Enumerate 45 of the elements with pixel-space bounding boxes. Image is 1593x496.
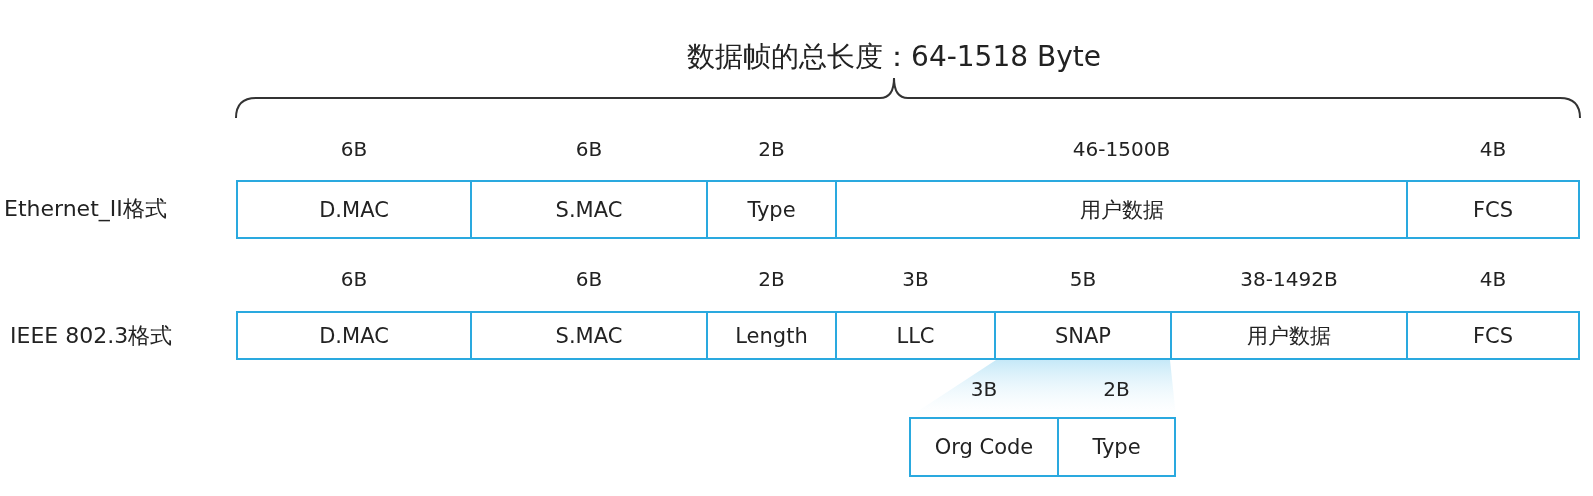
field-name: LLC [896, 323, 935, 348]
field-cell [706, 180, 837, 239]
field-cell [1406, 180, 1580, 239]
field-name: Org Code [934, 435, 1034, 459]
field-cell [909, 417, 1059, 477]
field-cell [470, 180, 708, 239]
field-name: FCS [1472, 197, 1514, 222]
byte-size-label: 4B [1479, 267, 1507, 291]
byte-size-label: 6B [575, 267, 603, 291]
field-cell [835, 311, 996, 360]
byte-size-label: 6B [340, 137, 368, 161]
field-cell [236, 311, 472, 360]
field-name: S.MAC [555, 323, 623, 348]
field-name: Type [1092, 435, 1141, 459]
field-cell [994, 311, 1172, 360]
byte-size-label: 4B [1479, 137, 1507, 161]
byte-size-label: 2B [758, 137, 785, 161]
field-name: FCS [1472, 323, 1514, 348]
field-cell [835, 180, 1408, 239]
field-name: SNAP [1054, 323, 1112, 348]
frame-format-label: IEEE 802.3格式 [10, 322, 173, 350]
field-cell [470, 311, 708, 360]
field-cell [1406, 311, 1580, 360]
byte-size-label: 46-1500B [1072, 137, 1171, 161]
field-name: 用户数据 [1247, 322, 1331, 350]
field-name: Type [747, 197, 796, 222]
byte-size-label: 2B [1103, 377, 1130, 401]
field-cell [706, 311, 837, 360]
byte-size-label: 38-1492B [1240, 267, 1338, 291]
field-name: Length [735, 323, 808, 348]
byte-size-label: 3B [970, 377, 998, 401]
field-cell [236, 180, 472, 239]
byte-size-label: 6B [340, 267, 368, 291]
byte-size-label: 3B [902, 267, 929, 291]
field-name: D.MAC [319, 197, 389, 222]
frame-format-label: Ethernet_II格式 [4, 195, 167, 224]
field-name: D.MAC [319, 323, 389, 348]
field-cell [1170, 311, 1408, 360]
byte-size-label: 2B [758, 267, 785, 291]
field-cell [1057, 417, 1176, 477]
field-name: S.MAC [555, 197, 623, 222]
title: 数据帧的总长度：64-1518 Byte [687, 39, 1101, 75]
field-name: 用户数据 [1079, 196, 1164, 224]
byte-size-label: 5B [1069, 267, 1097, 291]
byte-size-label: 6B [575, 137, 603, 161]
